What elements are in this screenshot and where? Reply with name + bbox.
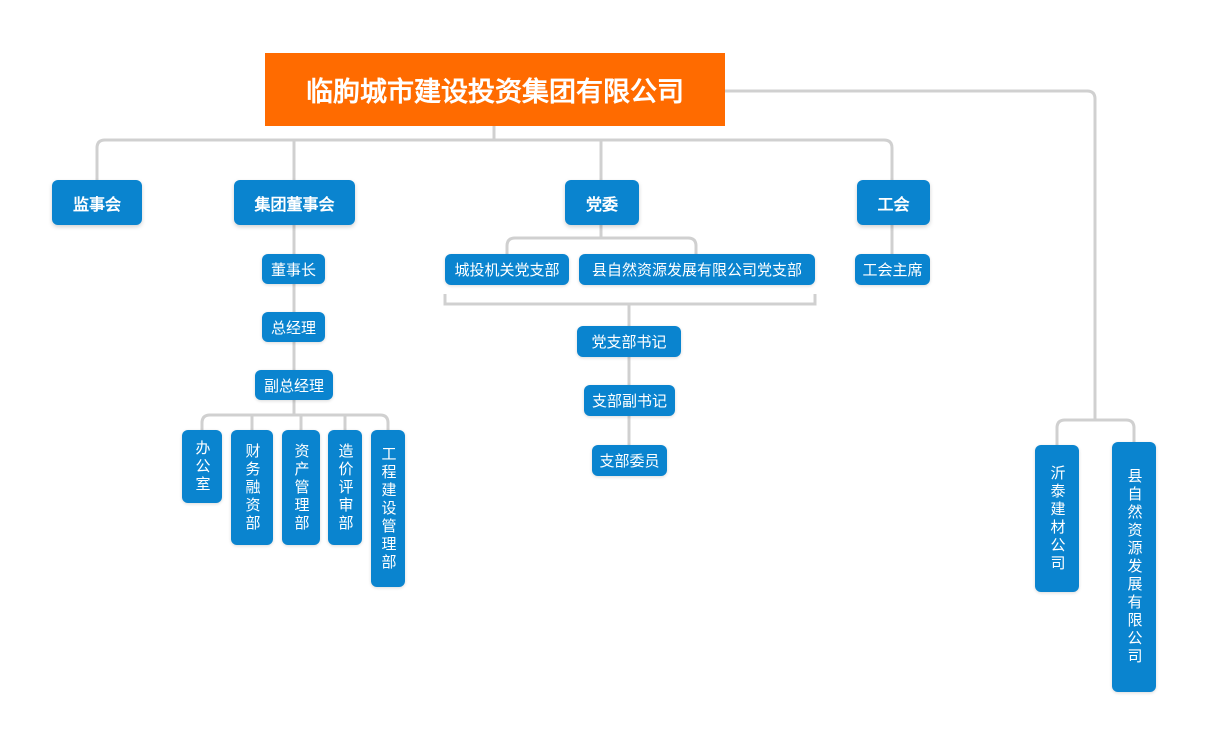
department-cost[interactable]: 造价评审部 (328, 430, 362, 545)
chairman-node[interactable]: 董事长 (262, 254, 325, 284)
connector-level1-bus (95, 138, 894, 180)
subsidiary-yitai[interactable]: 沂泰建材公司 (1035, 445, 1079, 592)
branch-member-node[interactable]: 支部委员 (592, 445, 667, 476)
department-office[interactable]: 办公室 (182, 430, 222, 503)
connector-branch-bracket (443, 294, 817, 306)
general-manager-node[interactable]: 总经理 (262, 312, 325, 342)
branch-secretary-node[interactable]: 党支部书记 (577, 326, 681, 357)
deputy-secretary-node[interactable]: 支部副书记 (584, 385, 675, 416)
subsidiary-natural-resources[interactable]: 县自然资源发展有限公司 (1112, 442, 1156, 692)
party-committee-node[interactable]: 党委 (565, 180, 639, 225)
connector-branch-bus (505, 236, 698, 254)
department-finance[interactable]: 财务融资部 (231, 430, 273, 545)
department-engineering[interactable]: 工程建设管理部 (371, 430, 405, 587)
root-company[interactable]: 临朐城市建设投资集团有限公司 (265, 53, 725, 126)
party-branch-1[interactable]: 城投机关党支部 (445, 254, 569, 285)
deputy-gm-node[interactable]: 副总经理 (255, 370, 333, 400)
party-branch-2[interactable]: 县自然资源发展有限公司党支部 (579, 254, 815, 285)
supervisory-board-node[interactable]: 监事会 (52, 180, 142, 225)
connector-subsidiary-bus (1055, 418, 1136, 445)
department-asset[interactable]: 资产管理部 (282, 430, 320, 545)
connector-root-right (725, 89, 1097, 420)
union-node[interactable]: 工会 (857, 180, 930, 225)
connector-department-bus (200, 413, 390, 430)
board-node[interactable]: 集团董事会 (234, 180, 355, 225)
union-chairman-node[interactable]: 工会主席 (855, 254, 930, 285)
